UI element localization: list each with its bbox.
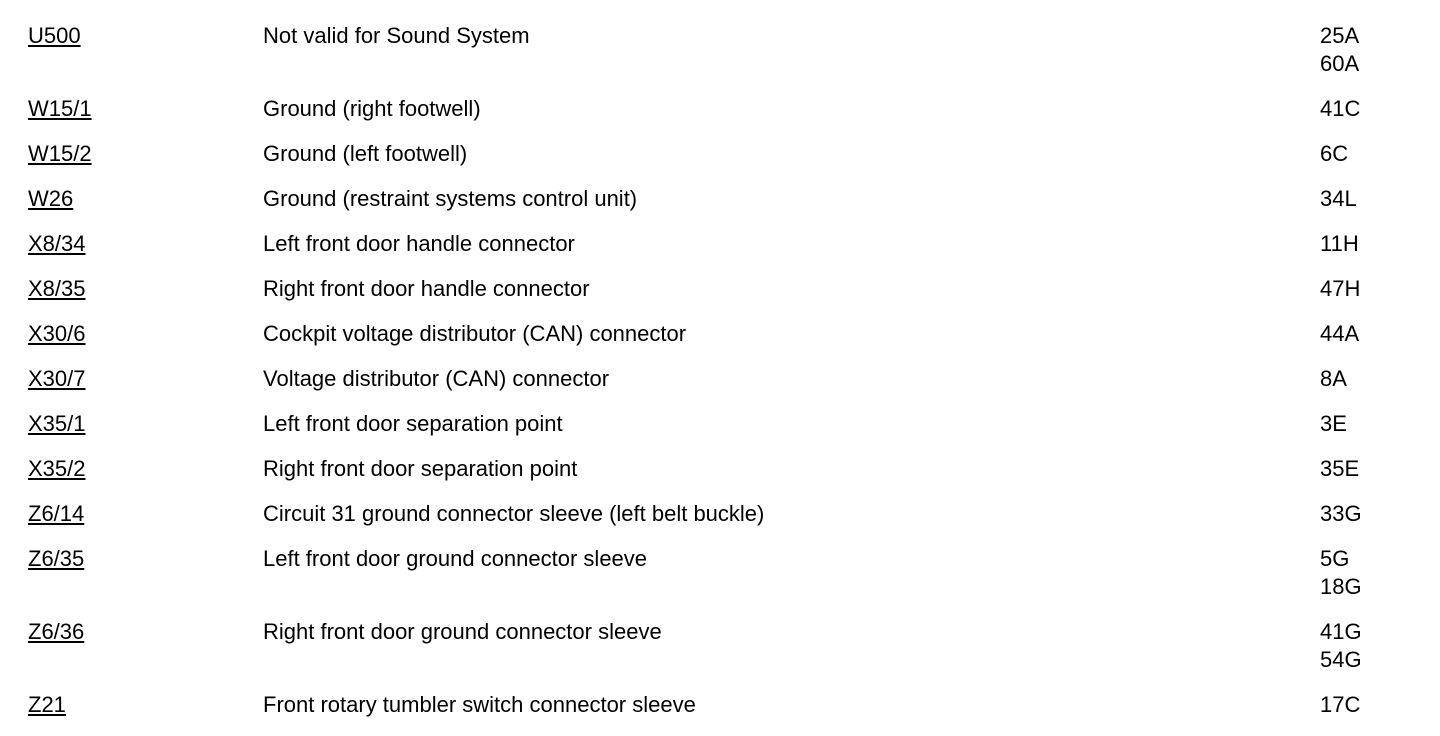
legend-row: X35/2 Right front door separation point 35…: [28, 455, 1418, 483]
grid-reference: 25A: [1320, 23, 1360, 48]
component-code-link[interactable]: X8/34: [28, 231, 86, 256]
legend-row: W15/2 Ground (left footwell) 6C: [28, 140, 1418, 168]
grid-reference-list: 17C: [1320, 691, 1418, 719]
component-code-link[interactable]: W15/1: [28, 96, 92, 121]
component-description: Right front door separation point: [263, 456, 578, 481]
legend-row: X30/7 Voltage distributor (CAN) connector…: [28, 365, 1418, 393]
grid-reference: 3E: [1320, 411, 1347, 436]
grid-reference-list: 3E: [1320, 410, 1418, 438]
component-description: Circuit 31 ground connector sleeve (left…: [263, 501, 765, 526]
grid-reference: 41C: [1320, 96, 1361, 121]
grid-reference: 60A: [1320, 51, 1360, 76]
grid-reference-list: 41C: [1320, 95, 1418, 123]
component-description: Left front door handle connector: [263, 231, 575, 256]
component-code-link[interactable]: X30/7: [28, 366, 86, 391]
component-description: Not valid for Sound System: [263, 23, 530, 48]
grid-reference-list: 6C: [1320, 140, 1418, 168]
component-code-link[interactable]: Z6/14: [28, 501, 85, 526]
grid-reference: 54G: [1320, 647, 1362, 672]
component-description: Ground (restraint systems control unit): [263, 186, 638, 211]
grid-reference: 5G: [1320, 546, 1350, 571]
grid-reference: 35E: [1320, 456, 1360, 481]
component-code-link[interactable]: W26: [28, 186, 74, 211]
grid-reference-list: 44A: [1320, 320, 1418, 348]
component-code-link[interactable]: X8/35: [28, 276, 86, 301]
grid-reference: 17C: [1320, 692, 1361, 717]
component-description: Right front door ground connector sleeve: [263, 619, 662, 644]
legend-row: W26 Ground (restraint systems control uni…: [28, 185, 1418, 213]
component-code-link[interactable]: X35/1: [28, 411, 86, 436]
component-description: Left front door separation point: [263, 411, 563, 436]
component-code-link[interactable]: U500: [28, 23, 81, 48]
legend-row: Z21 Front rotary tumbler switch connector…: [28, 691, 1418, 719]
component-description: Right front door handle connector: [263, 276, 590, 301]
grid-reference-list: 33G: [1320, 500, 1418, 528]
grid-reference: 33G: [1320, 501, 1362, 526]
grid-reference-list: 35E: [1320, 455, 1418, 483]
grid-reference: 44A: [1320, 321, 1360, 346]
legend-row: W15/1 Ground (right footwell) 41C: [28, 95, 1418, 123]
component-description: Left front door ground connector sleeve: [263, 546, 648, 571]
component-description: Front rotary tumbler switch connector sl…: [263, 692, 696, 717]
grid-reference-list: 34L: [1320, 185, 1418, 213]
grid-reference: 11H: [1320, 231, 1359, 256]
legend-row: X35/1 Left front door separation point 3E: [28, 410, 1418, 438]
legend-row: Z6/14 Circuit 31 ground connector sleeve …: [28, 500, 1418, 528]
component-description: Cockpit voltage distributor (CAN) connec…: [263, 321, 687, 346]
grid-reference: 47H: [1320, 276, 1361, 301]
grid-reference-list: 8A: [1320, 365, 1418, 393]
legend-row: X8/35 Right front door handle connector 47…: [28, 275, 1418, 303]
grid-reference: 6C: [1320, 141, 1349, 166]
component-code-link[interactable]: Z6/36: [28, 619, 85, 644]
component-code-link[interactable]: Z21: [28, 692, 66, 717]
grid-reference: 18G: [1320, 574, 1362, 599]
component-description: Ground (left footwell): [263, 141, 468, 166]
grid-reference: 8A: [1320, 366, 1347, 391]
legend-row: Z6/35 Left front door ground connector sl…: [28, 545, 1418, 601]
grid-reference: 34L: [1320, 186, 1357, 211]
component-code-link[interactable]: W15/2: [28, 141, 92, 166]
legend-row: X8/34 Left front door handle connector 11H: [28, 230, 1418, 258]
component-description: Ground (right footwell): [263, 96, 481, 121]
grid-reference-list: 47H: [1320, 275, 1418, 303]
component-code-link[interactable]: Z6/35: [28, 546, 85, 571]
legend-row: X30/6 Cockpit voltage distributor (CAN) c…: [28, 320, 1418, 348]
grid-reference: 41G: [1320, 619, 1362, 644]
component-description: Voltage distributor (CAN) connector: [263, 366, 610, 391]
grid-reference-list: 11H: [1320, 230, 1418, 258]
component-code-link[interactable]: X35/2: [28, 456, 86, 481]
legend-row: Z6/36 Right front door ground connector s…: [28, 618, 1418, 674]
component-code-link[interactable]: X30/6: [28, 321, 86, 346]
